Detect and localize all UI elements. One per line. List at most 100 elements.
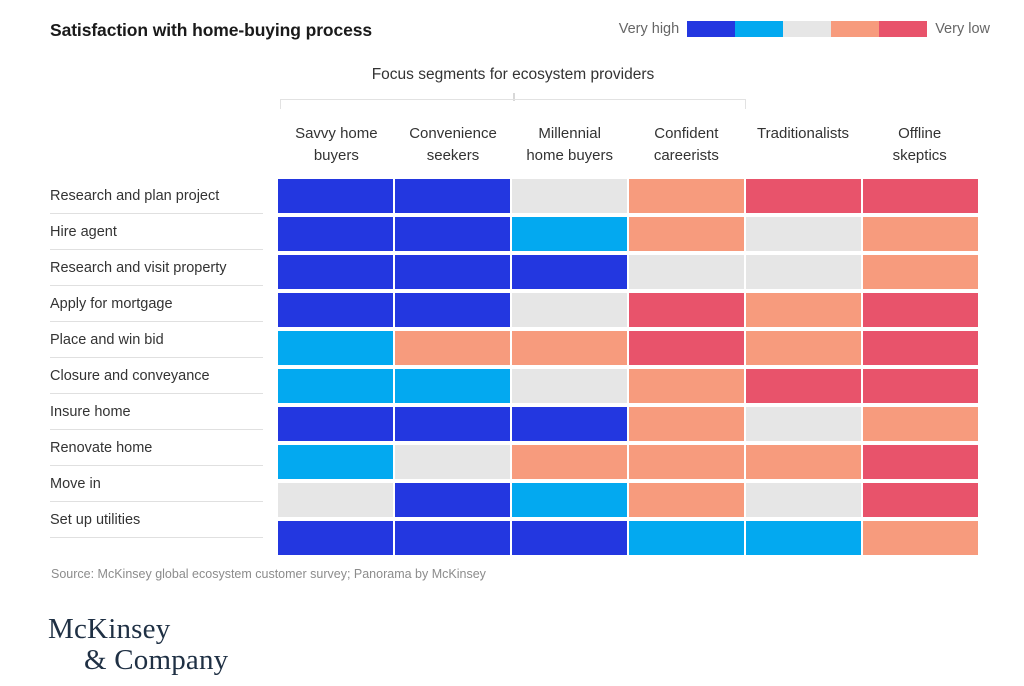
heatmap-cell-r6-c1 [395, 407, 510, 441]
column-header-line: careerists [653, 146, 719, 164]
row-label-0: Research and plan project [50, 178, 263, 214]
heatmap-cell-r9-c3 [629, 521, 744, 555]
heatmap-cell-r0-c5 [863, 179, 978, 213]
heatmap-cell-r5-c0 [278, 369, 393, 403]
legend-high-label: Very high [618, 21, 680, 37]
heatmap-cell-r6-c3 [629, 407, 744, 441]
column-header-line: Convenience [409, 125, 497, 142]
heatmap-cell-r0-c0 [278, 179, 393, 213]
legend: Very high Very low [619, 21, 990, 37]
heatmap-cell-r3-c1 [395, 293, 510, 327]
column-header-0: Savvy home buyers [278, 123, 395, 167]
heatmap-cell-r2-c0 [278, 255, 393, 289]
heatmap-cell-r3-c2 [512, 293, 627, 327]
heatmap-cell-r2-c5 [863, 255, 978, 289]
focus-group-bracket [280, 93, 746, 109]
heatmap-cell-r9-c2 [512, 521, 627, 555]
heatmap-cell-r4-c2 [512, 331, 627, 365]
column-header-line: Savvy home [295, 125, 378, 142]
column-header-line: Offline [898, 125, 942, 142]
row-label-4: Place and win bid [50, 322, 263, 358]
heatmap-cell-r9-c0 [278, 521, 393, 555]
row-label-2: Research and visit property [50, 250, 263, 286]
row-label-7: Renovate home [50, 430, 263, 466]
heatmap-cell-r2-c1 [395, 255, 510, 289]
heatmap-cell-r3-c5 [863, 293, 978, 327]
legend-swatch-low [831, 21, 880, 37]
column-header-2: Millennial home buyers [511, 123, 628, 167]
heatmap-cell-r7-c3 [629, 445, 744, 479]
heatmap-cell-r1-c3 [629, 217, 744, 251]
heatmap-cell-r8-c0 [278, 483, 393, 517]
column-header-line: Traditionalists [757, 125, 850, 142]
heatmap-cell-r2-c4 [746, 255, 861, 289]
heatmap-cell-r8-c1 [395, 483, 510, 517]
heatmap-cell-r3-c0 [278, 293, 393, 327]
heatmap-cell-r1-c4 [746, 217, 861, 251]
source-note: Source: McKinsey global ecosystem custom… [51, 567, 486, 581]
heatmap-cell-r8-c4 [746, 483, 861, 517]
heatmap-cell-r0-c3 [629, 179, 744, 213]
heatmap-row [278, 521, 978, 557]
heatmap-cell-r3-c4 [746, 293, 861, 327]
row-label-6: Insure home [50, 394, 263, 430]
bracket-center-tick [513, 93, 515, 101]
heatmap-cell-r8-c2 [512, 483, 627, 517]
heatmap-cell-r4-c1 [395, 331, 510, 365]
legend-swatch-very-high [687, 21, 736, 37]
heatmap-cell-r0-c4 [746, 179, 861, 213]
row-label-1: Hire agent [50, 214, 263, 250]
heatmap-cell-r5-c4 [746, 369, 861, 403]
heatmap-cell-r1-c0 [278, 217, 393, 251]
heatmap-row [278, 331, 978, 367]
heatmap-row [278, 217, 978, 253]
heatmap-cell-r6-c2 [512, 407, 627, 441]
heatmap-cell-r4-c0 [278, 331, 393, 365]
heatmap-cell-r0-c2 [512, 179, 627, 213]
heatmap-row [278, 445, 978, 481]
column-header-3: Confident careerists [628, 123, 745, 167]
column-header-line: Millennial [538, 125, 601, 142]
heatmap-row [278, 179, 978, 215]
legend-swatch-high [735, 21, 784, 37]
heatmap-cell-r1-c2 [512, 217, 627, 251]
heatmap-cell-r0-c1 [395, 179, 510, 213]
heatmap-cell-r8-c5 [863, 483, 978, 517]
heatmap-cell-r6-c0 [278, 407, 393, 441]
heatmap-cell-r7-c4 [746, 445, 861, 479]
heatmap-cell-r3-c3 [629, 293, 744, 327]
legend-color-scale [687, 21, 928, 37]
heatmap-cell-r1-c1 [395, 217, 510, 251]
heatmap-cell-r5-c1 [395, 369, 510, 403]
heatmap-cell-r5-c2 [512, 369, 627, 403]
column-header-line: buyers [313, 146, 359, 164]
heatmap-row [278, 369, 978, 405]
heatmap-cell-r9-c1 [395, 521, 510, 555]
heatmap-cell-r7-c0 [278, 445, 393, 479]
legend-low-label: Very low [935, 21, 990, 37]
heatmap-cell-r7-c5 [863, 445, 978, 479]
brand-logo: McKinsey & Company [48, 614, 228, 675]
heatmap-cell-r7-c2 [512, 445, 627, 479]
row-label-8: Move in [50, 466, 263, 502]
heatmap-row [278, 293, 978, 329]
column-header-line: home buyers [526, 146, 614, 164]
heatmap-cell-r4-c3 [629, 331, 744, 365]
column-header-line: Confident [654, 125, 719, 142]
heatmap-cell-r1-c5 [863, 217, 978, 251]
row-label-9: Set up utilities [50, 502, 263, 538]
row-label-3: Apply for mortgage [50, 286, 263, 322]
heatmap-cell-r6-c4 [746, 407, 861, 441]
heatmap-cell-r7-c1 [395, 445, 510, 479]
heatmap-grid [278, 179, 978, 559]
heatmap-cell-r5-c5 [863, 369, 978, 403]
heatmap-row [278, 483, 978, 519]
heatmap-cell-r9-c4 [746, 521, 861, 555]
legend-swatch-very-low [879, 21, 928, 37]
column-header-4: Traditionalists [745, 123, 862, 167]
heatmap-cell-r2-c3 [629, 255, 744, 289]
